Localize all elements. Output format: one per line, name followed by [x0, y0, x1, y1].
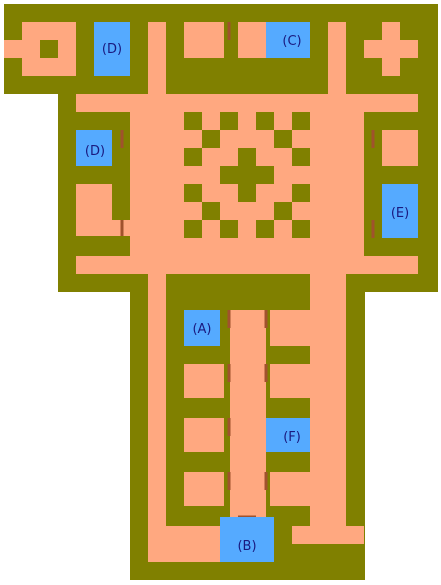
room-a[interactable]: (A) [184, 310, 220, 346]
room-b[interactable]: (B) [220, 517, 274, 562]
room-d-top[interactable]: (D) [94, 22, 130, 76]
hall-pillars [40, 40, 310, 238]
room-e-label: (E) [391, 206, 409, 221]
room-a-label: (A) [192, 322, 211, 337]
room-c-label: (C) [282, 34, 301, 49]
room-f[interactable]: (F) [266, 418, 310, 452]
room-f-label: (F) [283, 430, 301, 445]
special-rooms: (D) (C) (D) (E) (A) (F) (B) [76, 22, 418, 562]
room-c[interactable]: (C) [266, 22, 310, 58]
room-d-left-label: (D) [85, 144, 105, 159]
room-d-left[interactable]: (D) [76, 130, 112, 166]
room-e[interactable]: (E) [382, 184, 418, 238]
room-d-top-label: (D) [102, 42, 122, 57]
room-b-label: (B) [237, 539, 256, 554]
